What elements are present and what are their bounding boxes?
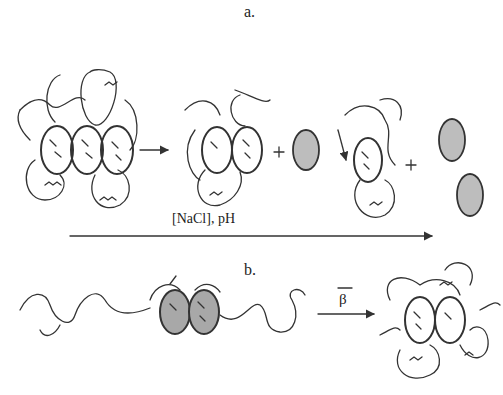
condition-label: [NaCl], pH xyxy=(172,212,235,226)
plus-sign xyxy=(274,147,284,157)
trimer xyxy=(18,70,137,208)
free-subunit xyxy=(293,130,319,170)
folded-dimer xyxy=(380,263,500,378)
beta-bar xyxy=(338,287,352,288)
step-arrow xyxy=(338,130,346,160)
step-arrow xyxy=(140,149,168,150)
free-subunit xyxy=(439,119,465,161)
process-arrow xyxy=(70,235,432,236)
monomer xyxy=(345,99,401,218)
factor-label: β xyxy=(339,292,347,307)
free-subunit xyxy=(457,174,483,216)
step-arrow xyxy=(318,313,374,314)
dimer xyxy=(185,90,270,206)
unfolded-chain xyxy=(20,276,305,335)
panel-letter: a. xyxy=(244,4,255,20)
panel-letter: b. xyxy=(244,262,256,278)
plus-sign xyxy=(406,160,416,170)
